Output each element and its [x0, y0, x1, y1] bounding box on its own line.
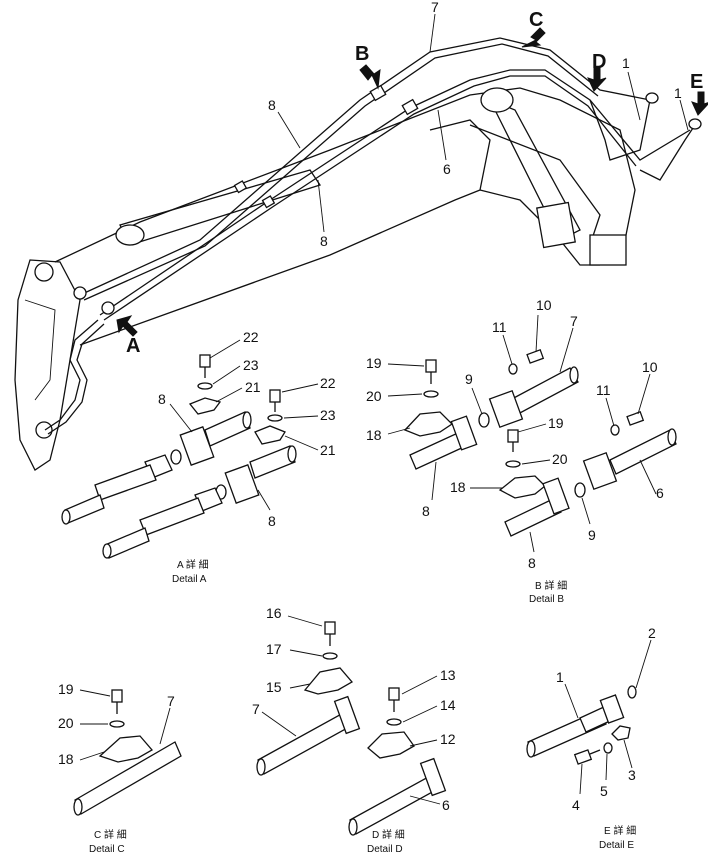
detail-a-label-21-lower: 21: [320, 442, 336, 458]
detail-a-labels: 22 23 21 8 22 23 21 8 A 詳 細 Detail A: [158, 329, 336, 585]
detail-e-label-3: 3: [628, 767, 636, 783]
detail-d-caption-en: Detail D: [367, 844, 403, 855]
detail-e-label-2: 2: [648, 625, 656, 641]
detail-b-label-20-lower: 20: [552, 451, 568, 467]
detail-e-label-1: 1: [556, 669, 564, 685]
detail-a: [61, 354, 297, 559]
callout-a: A: [126, 335, 140, 357]
detail-c-caption-en: Detail C: [89, 844, 125, 855]
overview-label-6: 6: [443, 161, 451, 177]
detail-b-label-20-upper: 20: [366, 388, 382, 404]
callout-arrow-c: [521, 27, 546, 48]
callout-d: D: [592, 51, 606, 73]
detail-b-label-9-lower: 9: [588, 527, 596, 543]
overview-label-8-lower: 8: [320, 233, 328, 249]
detail-b-caption-en: Detail B: [529, 594, 564, 605]
detail-b-label-11-upper: 11: [492, 319, 507, 335]
detail-d: [256, 621, 447, 836]
detail-b-label-18-lower: 18: [450, 479, 466, 495]
detail-a-caption-jp: A 詳 細: [177, 558, 209, 571]
detail-c-caption-jp: C 詳 細: [94, 828, 127, 841]
detail-a-label-8-upper: 8: [158, 391, 166, 407]
overview-label-8-upper: 8: [268, 97, 276, 113]
detail-c: [73, 689, 182, 816]
detail-e: [526, 685, 637, 765]
detail-d-caption-jp: D 詳 細: [372, 828, 405, 841]
detail-b-label-9-upper: 9: [465, 371, 473, 387]
callout-arrow-a: [116, 315, 138, 337]
callout-e: E: [690, 71, 703, 93]
callout-c: C: [529, 9, 543, 31]
detail-a-label-23-lower: 23: [320, 407, 336, 423]
overview-label-7: 7: [431, 0, 439, 15]
detail-e-labels: 2 1 3 4 5 E 詳 細 Detail E: [556, 625, 656, 851]
detail-e-caption-en: Detail E: [599, 840, 634, 851]
detail-d-label-17: 17: [266, 641, 282, 657]
detail-d-label-6: 6: [442, 797, 450, 813]
detail-e-label-5: 5: [600, 783, 608, 799]
detail-b-label-8-upper: 8: [422, 503, 430, 519]
detail-c-label-20: 20: [58, 715, 74, 731]
detail-d-label-14: 14: [440, 697, 456, 713]
detail-a-label-22-lower: 22: [320, 375, 336, 391]
detail-d-label-13: 13: [440, 667, 456, 683]
detail-b-label-10-upper: 10: [536, 297, 552, 313]
detail-b-label-6: 6: [656, 485, 664, 501]
callout-arrow-e: [691, 91, 708, 116]
callout-b: B: [355, 43, 369, 65]
detail-b-label-8-lower: 8: [528, 555, 536, 571]
detail-d-label-15: 15: [266, 679, 282, 695]
detail-c-label-19: 19: [58, 681, 74, 697]
detail-d-labels: 16 17 15 7 13 14 12 6 D 詳 細 Detail D: [252, 605, 456, 855]
detail-d-label-12: 12: [440, 731, 456, 747]
detail-a-label-8-lower: 8: [268, 513, 276, 529]
boom-overview: [14, 37, 702, 471]
detail-e-caption-jp: E 詳 細: [604, 824, 636, 837]
detail-b-label-18-upper: 18: [366, 427, 382, 443]
detail-b-label-11-lower: 11: [596, 382, 611, 398]
detail-c-label-7: 7: [167, 693, 175, 709]
detail-d-label-16: 16: [266, 605, 282, 621]
detail-b-label-19-lower: 19: [548, 415, 564, 431]
callout-arrow-d: [587, 67, 607, 92]
detail-b-label-10-lower: 10: [642, 359, 658, 375]
detail-b-labels: 10 11 7 19 20 9 18 8 11 10 19 20 18 9 6 …: [366, 297, 664, 605]
overview-label-1-left: 1: [622, 55, 630, 71]
overview-label-1-right: 1: [674, 85, 682, 101]
detail-a-label-23-upper: 23: [243, 357, 259, 373]
detail-d-label-7: 7: [252, 701, 260, 717]
detail-c-labels: 19 20 18 7 C 詳 細 Detail C: [58, 681, 175, 855]
detail-c-label-18: 18: [58, 751, 74, 767]
detail-b-label-7: 7: [570, 313, 578, 329]
detail-a-label-22-upper: 22: [243, 329, 259, 345]
callout-arrow-b: [359, 64, 381, 90]
detail-e-label-4: 4: [572, 797, 580, 813]
detail-b-caption-jp: B 詳 細: [535, 579, 567, 592]
detail-b: [403, 349, 677, 537]
detail-a-caption-en: Detail A: [172, 574, 207, 585]
detail-b-label-19-upper: 19: [366, 355, 382, 371]
detail-a-label-21-upper: 21: [245, 379, 261, 395]
